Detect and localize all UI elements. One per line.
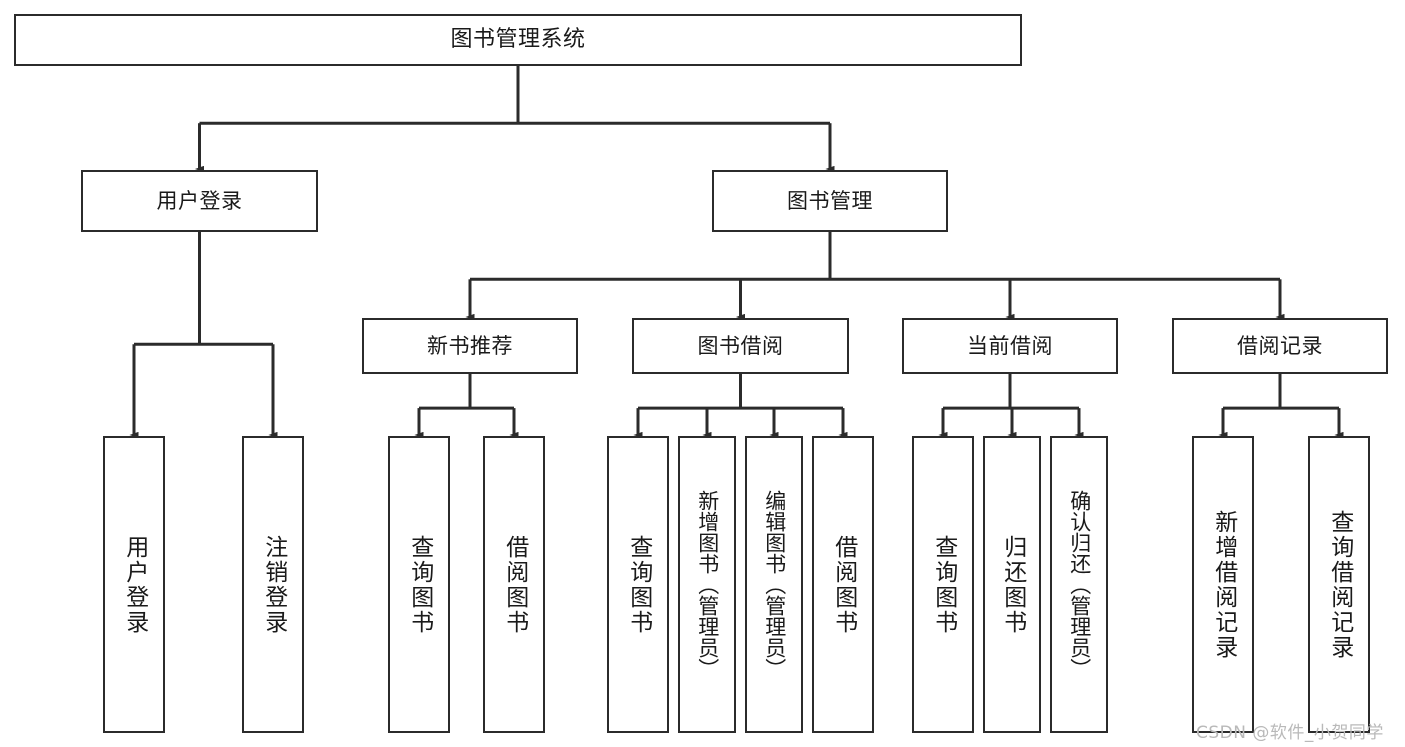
node-label: 图书管理系统 (450, 27, 586, 53)
node-user-login[interactable]: 用户登录 (81, 170, 318, 232)
node-label: 查询图书 (930, 534, 957, 635)
node-label: 查询图书 (625, 534, 652, 635)
node-leaf-edit-book-admin[interactable]: 编辑图书（管理员） (745, 436, 803, 733)
node-label: 用户登录 (156, 188, 243, 213)
node-borrow-record[interactable]: 借阅记录 (1172, 318, 1388, 374)
node-label: 确认归还（管理员） (1067, 490, 1092, 679)
node-leaf-borrow-book-1[interactable]: 借阅图书 (483, 436, 545, 733)
node-label: 借阅图书 (830, 534, 857, 635)
node-leaf-confirm-return[interactable]: 确认归还（管理员） (1050, 436, 1108, 733)
node-leaf-add-book-admin[interactable]: 新增图书（管理员） (678, 436, 736, 733)
node-leaf-query-book-1[interactable]: 查询图书 (388, 436, 450, 733)
node-label: 借阅图书 (501, 534, 528, 635)
node-label: 图书管理 (787, 188, 873, 213)
node-leaf-query-borrow-record[interactable]: 查询借阅记录 (1308, 436, 1370, 733)
node-label: 查询图书 (406, 534, 433, 635)
node-current-borrow[interactable]: 当前借阅 (902, 318, 1118, 374)
node-leaf-return-book[interactable]: 归还图书 (983, 436, 1041, 733)
node-leaf-user-login[interactable]: 用户登录 (103, 436, 165, 733)
node-leaf-add-borrow-record[interactable]: 新增借阅记录 (1192, 436, 1254, 733)
node-leaf-borrow-book-2[interactable]: 借阅图书 (812, 436, 874, 733)
node-book-manage[interactable]: 图书管理 (712, 170, 948, 232)
node-leaf-user-logout[interactable]: 注销登录 (242, 436, 304, 733)
node-label: 当前借阅 (967, 333, 1053, 358)
node-root-图书管理系统[interactable]: 图书管理系统 (14, 14, 1022, 66)
node-leaf-query-book-3[interactable]: 查询图书 (912, 436, 974, 733)
csdn-watermark: CSDN @软件_小贺同学 (1196, 723, 1384, 743)
node-label: 注销登录 (260, 534, 287, 635)
node-label: 用户登录 (121, 534, 148, 635)
node-new-book-rec[interactable]: 新书推荐 (362, 318, 578, 374)
node-book-borrow[interactable]: 图书借阅 (632, 318, 849, 374)
node-label: 编辑图书（管理员） (762, 490, 787, 679)
node-label: 图书借阅 (697, 333, 784, 358)
node-label: 新增借阅记录 (1210, 509, 1237, 660)
node-label: 借阅记录 (1237, 333, 1323, 358)
node-label: 新书推荐 (427, 333, 513, 358)
node-leaf-query-book-2[interactable]: 查询图书 (607, 436, 669, 733)
node-label: 查询借阅记录 (1326, 509, 1353, 660)
node-label: 新增图书（管理员） (695, 490, 720, 679)
node-label: 归还图书 (999, 534, 1026, 635)
